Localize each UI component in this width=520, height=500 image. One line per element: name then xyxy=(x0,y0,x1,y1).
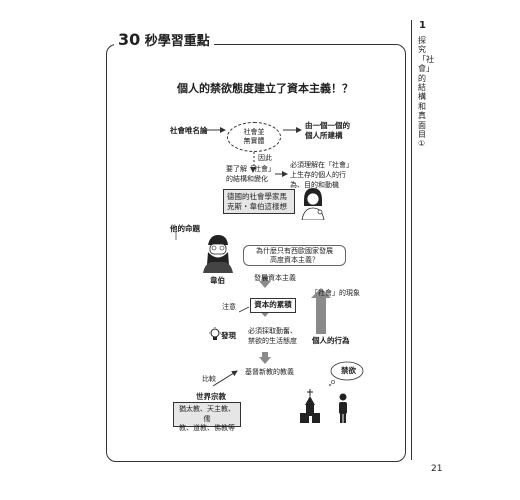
attention-label: 注意 xyxy=(222,303,236,311)
arrow-to-capitalism xyxy=(259,276,271,288)
protestant-doctrine: 基督新教的教義 xyxy=(245,368,294,376)
chapter-title: 探究「社會」的結構和真面目① xyxy=(418,36,434,149)
to-understand-society: 要了解「社會」 的結構和變化 xyxy=(226,165,275,183)
sociologist-box: 德國的社會學家馬 克斯・韋伯這樣想 xyxy=(223,189,295,214)
page-title: 個人的禁欲態度建立了資本主義！？ xyxy=(177,82,353,95)
no-entity-ellipse: 社會並 無實體 xyxy=(227,122,281,152)
page-number: 21 xyxy=(431,464,443,474)
compare-label: 比較 xyxy=(202,375,216,383)
must-understand-behavior: 必須理解在「社會」 上生存的個人的行 為、目的和動機 xyxy=(290,161,353,189)
person-icon xyxy=(339,393,347,423)
religions-list-box: 猶太教、天主教、儒 教、道教、佛教等 xyxy=(173,402,241,432)
header-number: 30 xyxy=(118,30,141,49)
world-religions-label: 世界宗教 xyxy=(196,392,226,401)
arrow-to-phenomenon xyxy=(311,288,331,334)
lightbulb-icon xyxy=(209,327,221,340)
content-frame xyxy=(106,44,406,462)
weber-portrait-icon xyxy=(203,235,233,273)
develop-capitalism: 發展資本主義 xyxy=(254,274,296,282)
side-divider xyxy=(411,20,412,460)
weber-label: 韋伯 xyxy=(210,276,225,285)
discovery-label: 發現 xyxy=(221,331,236,340)
proposition-label: 他的命題 xyxy=(170,224,200,233)
woman-thinking-icon xyxy=(301,188,325,220)
thought-bubble-icon xyxy=(328,361,364,386)
section-header: 30 秒學習重點 xyxy=(114,30,214,49)
arrow-to-attitude xyxy=(259,352,271,364)
question-bubble: 為什麼只有西歐國家發展 高度資本主義？ xyxy=(243,245,346,266)
capital-accumulation-box: 資本的累積 xyxy=(250,298,296,313)
built-by-individuals: 由一個一個的 個人所建構 xyxy=(305,121,350,140)
therefore-label: 因此 xyxy=(258,154,272,162)
diligent-attitude: 必須採取勤奮、 禁欲的生活態度 xyxy=(248,327,297,345)
social-phenomenon-label: 「社會」的現象 xyxy=(311,289,360,297)
chapter-number: 1 xyxy=(419,20,426,31)
nominalism-label: 社會唯名論 xyxy=(170,126,208,135)
church-icon xyxy=(300,389,320,423)
asceticism-label: 禁欲 xyxy=(341,366,356,375)
individual-behavior-label: 個人的行為 xyxy=(312,336,350,345)
header-label-text: 秒學習重點 xyxy=(144,34,210,49)
